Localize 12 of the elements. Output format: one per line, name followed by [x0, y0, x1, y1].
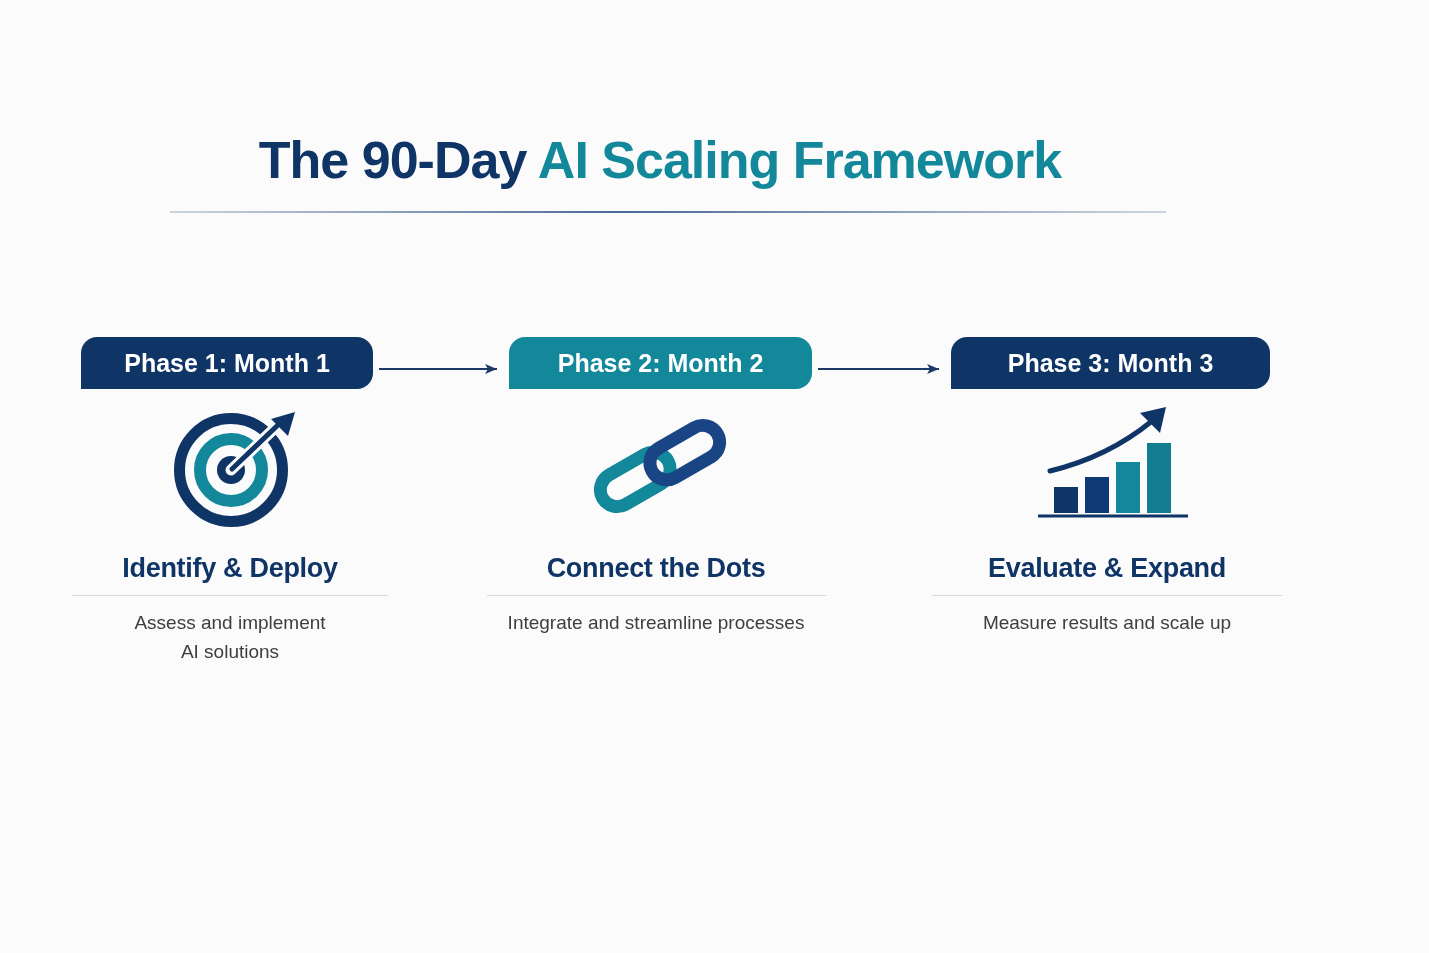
phase-heading: Identify & Deploy [121, 552, 339, 584]
phase-banner: Phase 1: Month 1 [81, 337, 373, 389]
phase-description: Assess and implement AI solutions [133, 611, 327, 664]
phase-heading: Evaluate & Expand [987, 552, 1227, 584]
phase-heading: Connect the Dots [545, 552, 767, 584]
arrow [817, 364, 940, 374]
arrow [378, 364, 498, 374]
phase-description: Measure results and scale up [981, 611, 1233, 635]
phase-description: Integrate and streamline processes [506, 611, 806, 635]
title: The 90-Day AI Scaling Framework [257, 130, 1063, 191]
phase-banner: Phase 2: Month 2 [509, 337, 812, 389]
phase-banner: Phase 3: Month 3 [951, 337, 1270, 389]
